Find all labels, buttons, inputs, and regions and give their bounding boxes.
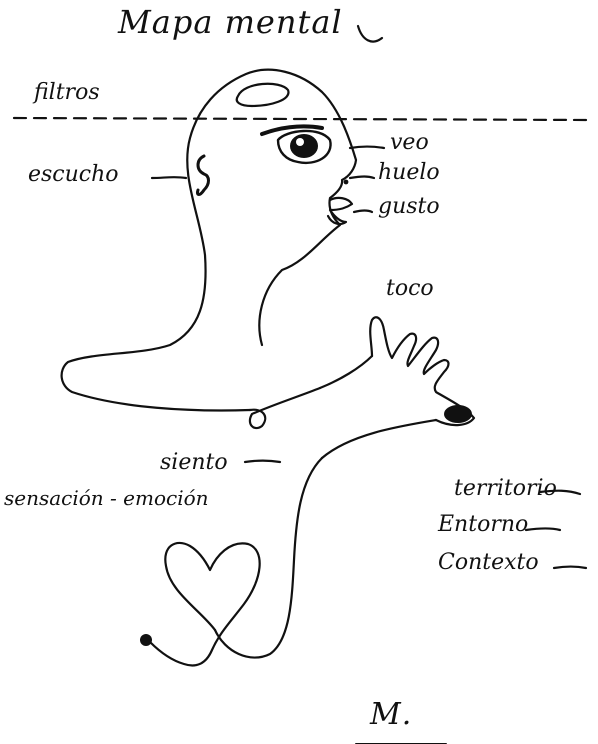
connector-contexto bbox=[554, 567, 586, 569]
label-contexto: Contexto bbox=[438, 552, 539, 574]
connector-veo bbox=[350, 147, 384, 149]
tail-dot bbox=[140, 634, 152, 646]
signature: M. bbox=[370, 700, 412, 730]
mind-oval bbox=[237, 84, 289, 106]
label-veo: veo bbox=[390, 132, 429, 154]
label-siento: siento bbox=[160, 452, 228, 474]
arm-outline bbox=[320, 356, 372, 388]
filter-dashed-line bbox=[14, 118, 592, 120]
connector-escucho bbox=[152, 177, 186, 178]
connector-entorno bbox=[526, 529, 560, 531]
connector-siento bbox=[245, 461, 280, 463]
label-territorio: territorio bbox=[454, 478, 557, 500]
connector-huelo bbox=[350, 177, 374, 179]
label-filtros: filtros bbox=[34, 82, 100, 104]
ear-outline bbox=[197, 156, 208, 195]
label-escucho: escucho bbox=[28, 164, 119, 186]
label-huelo: huelo bbox=[378, 162, 440, 184]
lips-outline bbox=[328, 198, 352, 224]
label-gusto: gusto bbox=[378, 196, 440, 218]
page-title: Mapa mental bbox=[118, 6, 343, 38]
sleeve-edge bbox=[322, 420, 436, 458]
pupil-highlight bbox=[296, 138, 304, 146]
connecting-line bbox=[215, 458, 322, 658]
label-sensacion-emocion: sensación - emoción bbox=[4, 488, 209, 508]
chest-loop bbox=[250, 388, 320, 428]
label-toco: toco bbox=[386, 278, 434, 300]
nail-fill bbox=[444, 405, 472, 423]
label-entorno: Entorno bbox=[438, 514, 528, 536]
nostril-dot bbox=[344, 180, 349, 185]
title-underline-flourish bbox=[358, 26, 382, 42]
connector-gusto bbox=[354, 211, 372, 213]
pupil bbox=[290, 134, 318, 158]
heart-shape bbox=[150, 543, 260, 666]
head-outline bbox=[62, 70, 356, 411]
